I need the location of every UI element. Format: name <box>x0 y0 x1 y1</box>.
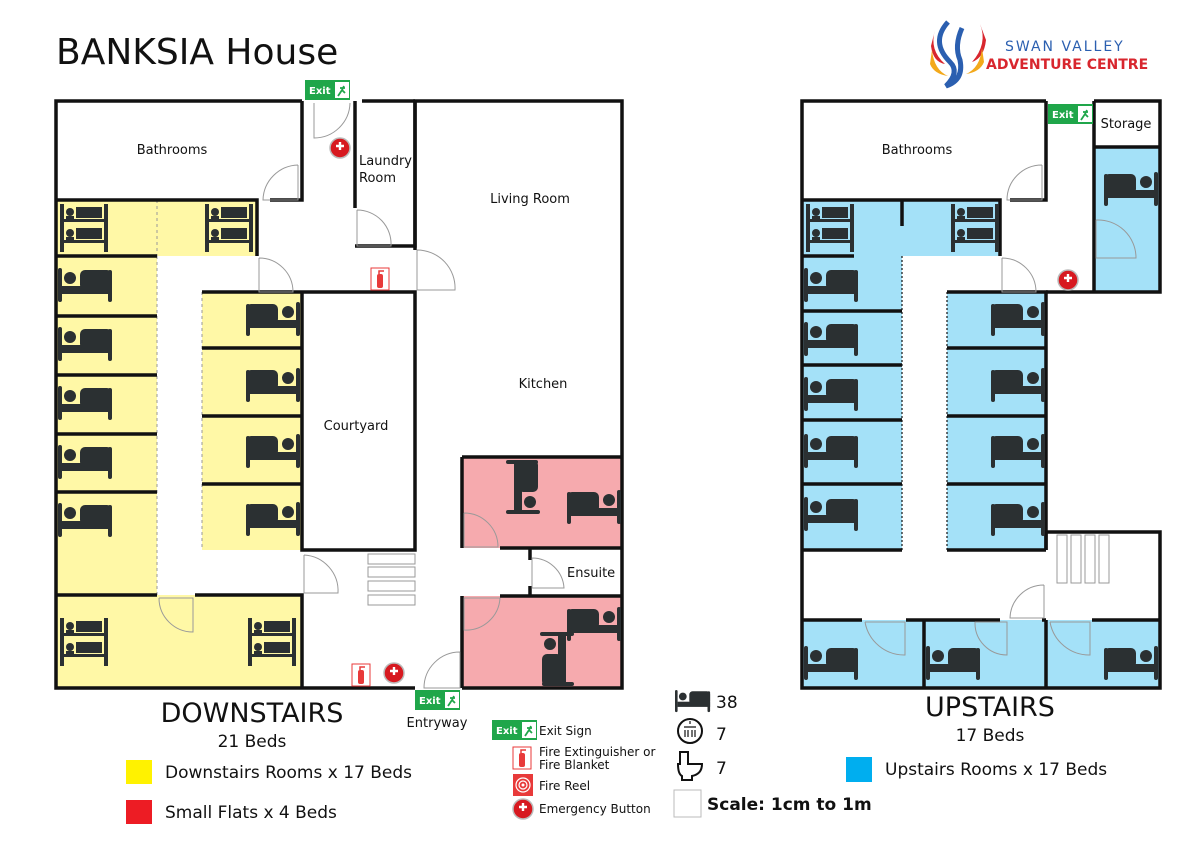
legend-downstairs-rooms: Downstairs Rooms x 17 Beds <box>165 763 412 783</box>
room-label-living: Living Room <box>490 192 570 207</box>
door[interactable] <box>1049 621 1091 656</box>
fire-reel-icon <box>513 774 533 796</box>
emergency-button-icon <box>511 797 535 821</box>
legend-upstairs-rooms: Upstairs Rooms x 17 Beds <box>885 760 1107 780</box>
door[interactable] <box>463 597 501 631</box>
stat-showers: 7 <box>716 725 727 745</box>
legend-small-flats: Small Flats x 4 Beds <box>165 803 337 823</box>
scale-square <box>673 789 702 818</box>
door[interactable] <box>1006 164 1043 201</box>
fire-extinguisher-icon <box>351 663 371 687</box>
emergency-button-icon <box>382 661 406 685</box>
legend-swatch-yellow <box>126 760 152 784</box>
door[interactable] <box>531 557 565 589</box>
door[interactable] <box>1095 219 1137 259</box>
upstairs-plan: Bathrooms Storage UPSTAIRS 17 Beds <box>800 99 1162 746</box>
door[interactable] <box>303 554 339 594</box>
emergency-button-icon <box>328 136 352 160</box>
shower-icon <box>677 718 703 744</box>
logo: SWAN VALLEY ADVENTURE CENTRE <box>930 20 1148 89</box>
fire-extinguisher-icon <box>370 267 390 291</box>
legend: Downstairs Rooms x 17 Beds Small Flats x… <box>126 690 1107 824</box>
room-label-courtyard: Courtyard <box>324 419 389 434</box>
legend-fire-reel: Fire Reel <box>539 779 590 793</box>
room-label-bathrooms: Bathrooms <box>882 143 953 158</box>
door[interactable] <box>416 249 456 291</box>
room-label-entryway: Entryway <box>407 716 468 731</box>
scale-label: Scale: 1cm to 1m <box>707 795 872 815</box>
door[interactable] <box>974 621 1008 656</box>
downstairs-plan: Bathrooms Laundry Room Living Room Kitch… <box>54 79 624 752</box>
page-title: BANKSIA House <box>56 32 338 73</box>
door[interactable] <box>1009 584 1045 619</box>
room-label-bathrooms: Bathrooms <box>137 143 208 158</box>
legend-swatch-red <box>126 800 152 824</box>
door[interactable] <box>1001 257 1037 293</box>
fire-extinguisher-icon <box>512 746 532 770</box>
door[interactable] <box>313 102 351 139</box>
exit-sign-icon <box>414 689 461 711</box>
door[interactable] <box>864 621 906 656</box>
downstairs-beds: 21 Beds <box>218 732 287 752</box>
room-label-storage: Storage <box>1101 117 1152 132</box>
door[interactable] <box>463 512 499 548</box>
bed-icon <box>675 690 711 713</box>
upstairs-heading: UPSTAIRS <box>925 692 1055 723</box>
door[interactable] <box>258 257 294 293</box>
logo-line1: SWAN VALLEY <box>1005 39 1125 55</box>
door[interactable] <box>262 164 299 201</box>
stat-toilets: 7 <box>716 759 727 779</box>
exit-sign-icon <box>1047 103 1094 125</box>
door[interactable] <box>158 597 194 633</box>
legend-fire-ext: Fire Extinguisher or <box>539 745 655 759</box>
room-label-ensuite: Ensuite <box>567 566 615 581</box>
room-label-laundry: Laundry <box>359 154 412 169</box>
legend-emergency: Emergency Button <box>539 802 651 816</box>
legend-swatch-blue <box>846 757 872 782</box>
legend-fire-blanket: Fire Blanket <box>539 758 610 772</box>
room-label-kitchen: Kitchen <box>519 377 568 392</box>
toilet-icon <box>676 751 704 781</box>
exit-sign-icon <box>491 719 538 741</box>
door[interactable] <box>423 651 461 689</box>
upstairs-beds: 17 Beds <box>956 726 1025 746</box>
stat-beds: 38 <box>716 693 738 713</box>
logo-line2: ADVENTURE CENTRE <box>986 57 1148 73</box>
legend-exit-sign: Exit Sign <box>539 724 592 738</box>
emergency-button-icon <box>1056 268 1080 292</box>
room-label-laundry: Room <box>359 171 396 186</box>
door[interactable] <box>356 209 392 247</box>
exit-sign-icon <box>304 79 351 101</box>
downstairs-heading: DOWNSTAIRS <box>161 698 344 729</box>
